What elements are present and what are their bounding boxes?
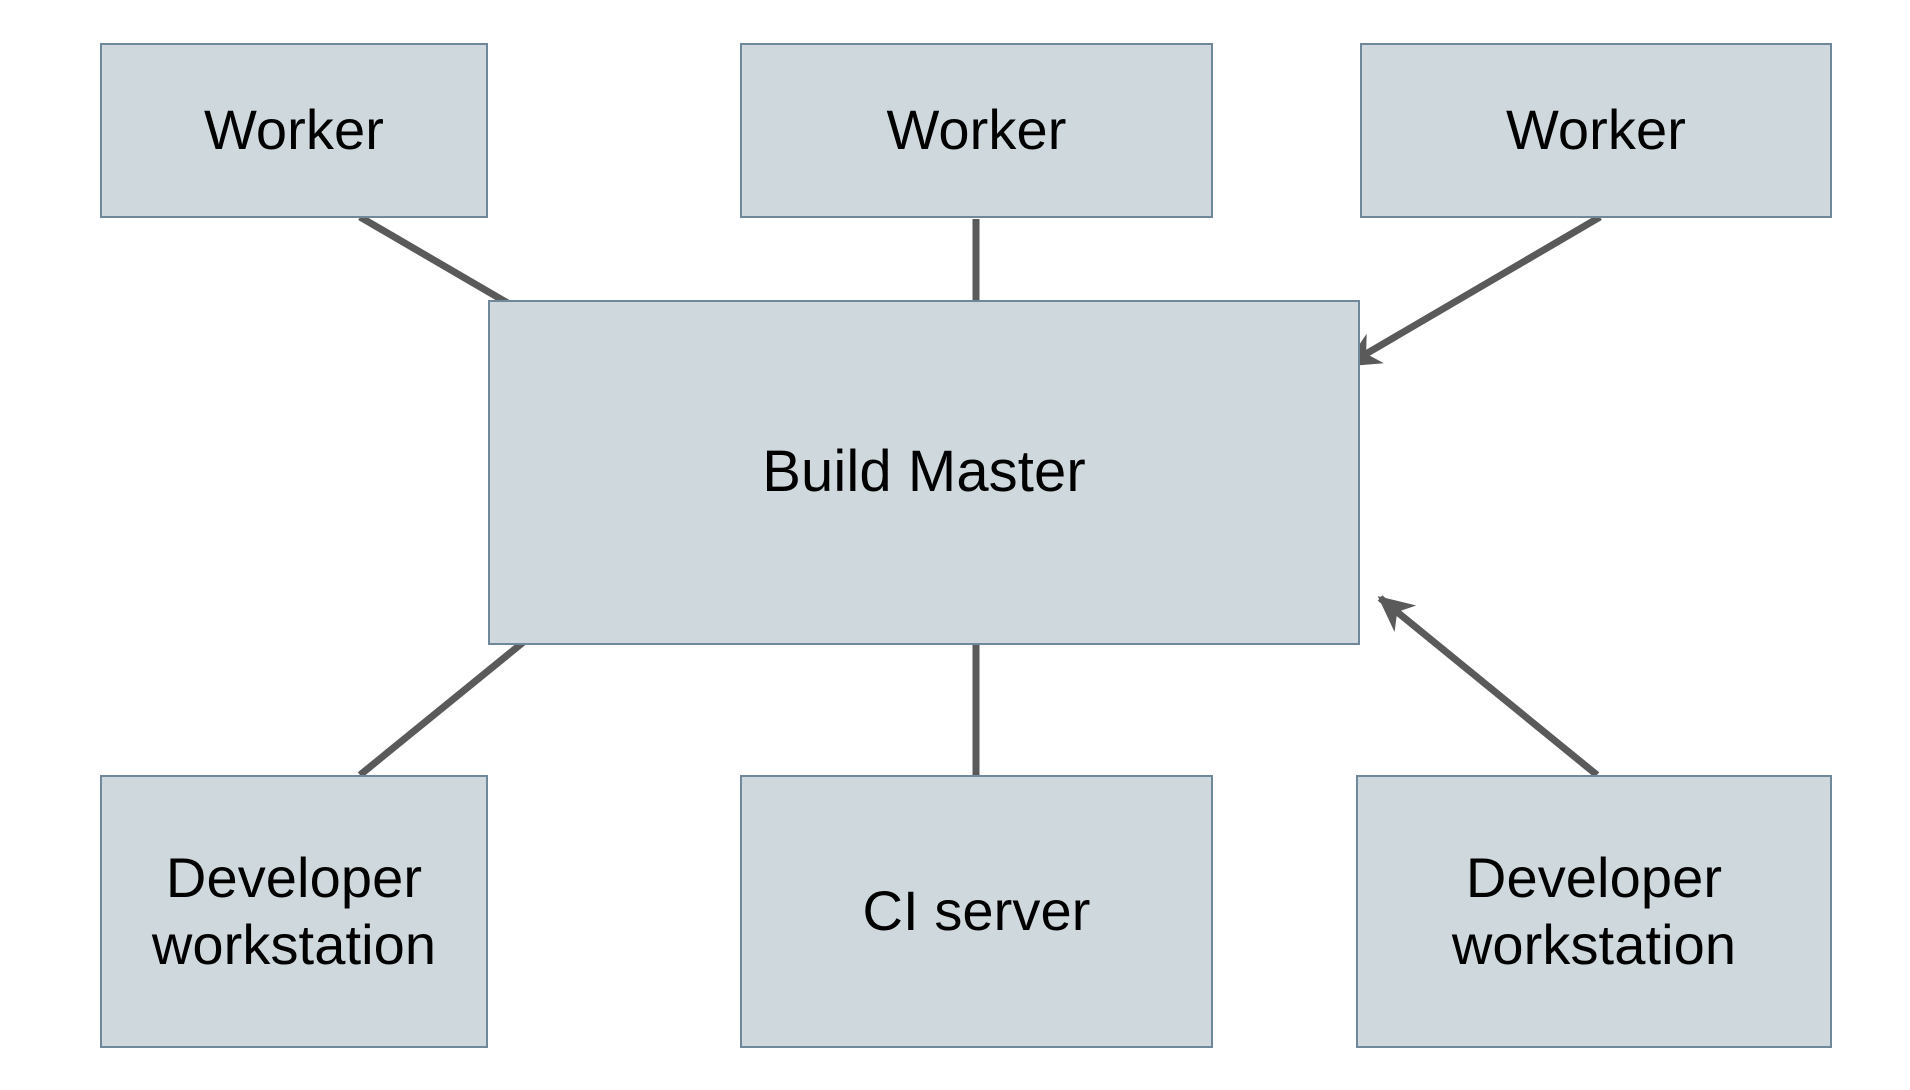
node-build-master[interactable]: Build Master	[488, 300, 1360, 645]
node-worker-3-label: Worker	[1505, 98, 1687, 162]
node-developer-workstation-left[interactable]: Developer workstation	[100, 775, 488, 1048]
node-worker-1-label: Worker	[203, 98, 385, 162]
node-developer-workstation-right[interactable]: Developer workstation	[1356, 775, 1832, 1048]
node-worker-1[interactable]: Worker	[100, 43, 488, 218]
node-developer-workstation-right-label: Developer workstation	[1451, 846, 1737, 976]
node-developer-workstation-left-label: Developer workstation	[151, 846, 437, 976]
node-worker-2[interactable]: Worker	[740, 43, 1213, 218]
node-worker-3[interactable]: Worker	[1360, 43, 1832, 218]
node-worker-2-label: Worker	[886, 98, 1067, 162]
edge-dev-ws-2-to-build-master	[1377, 595, 1600, 778]
node-ci-server[interactable]: CI server	[740, 775, 1213, 1048]
node-build-master-label: Build Master	[762, 439, 1086, 505]
edge-worker-3-to-build-master	[1344, 213, 1602, 369]
node-ci-server-label: CI server	[862, 879, 1091, 943]
